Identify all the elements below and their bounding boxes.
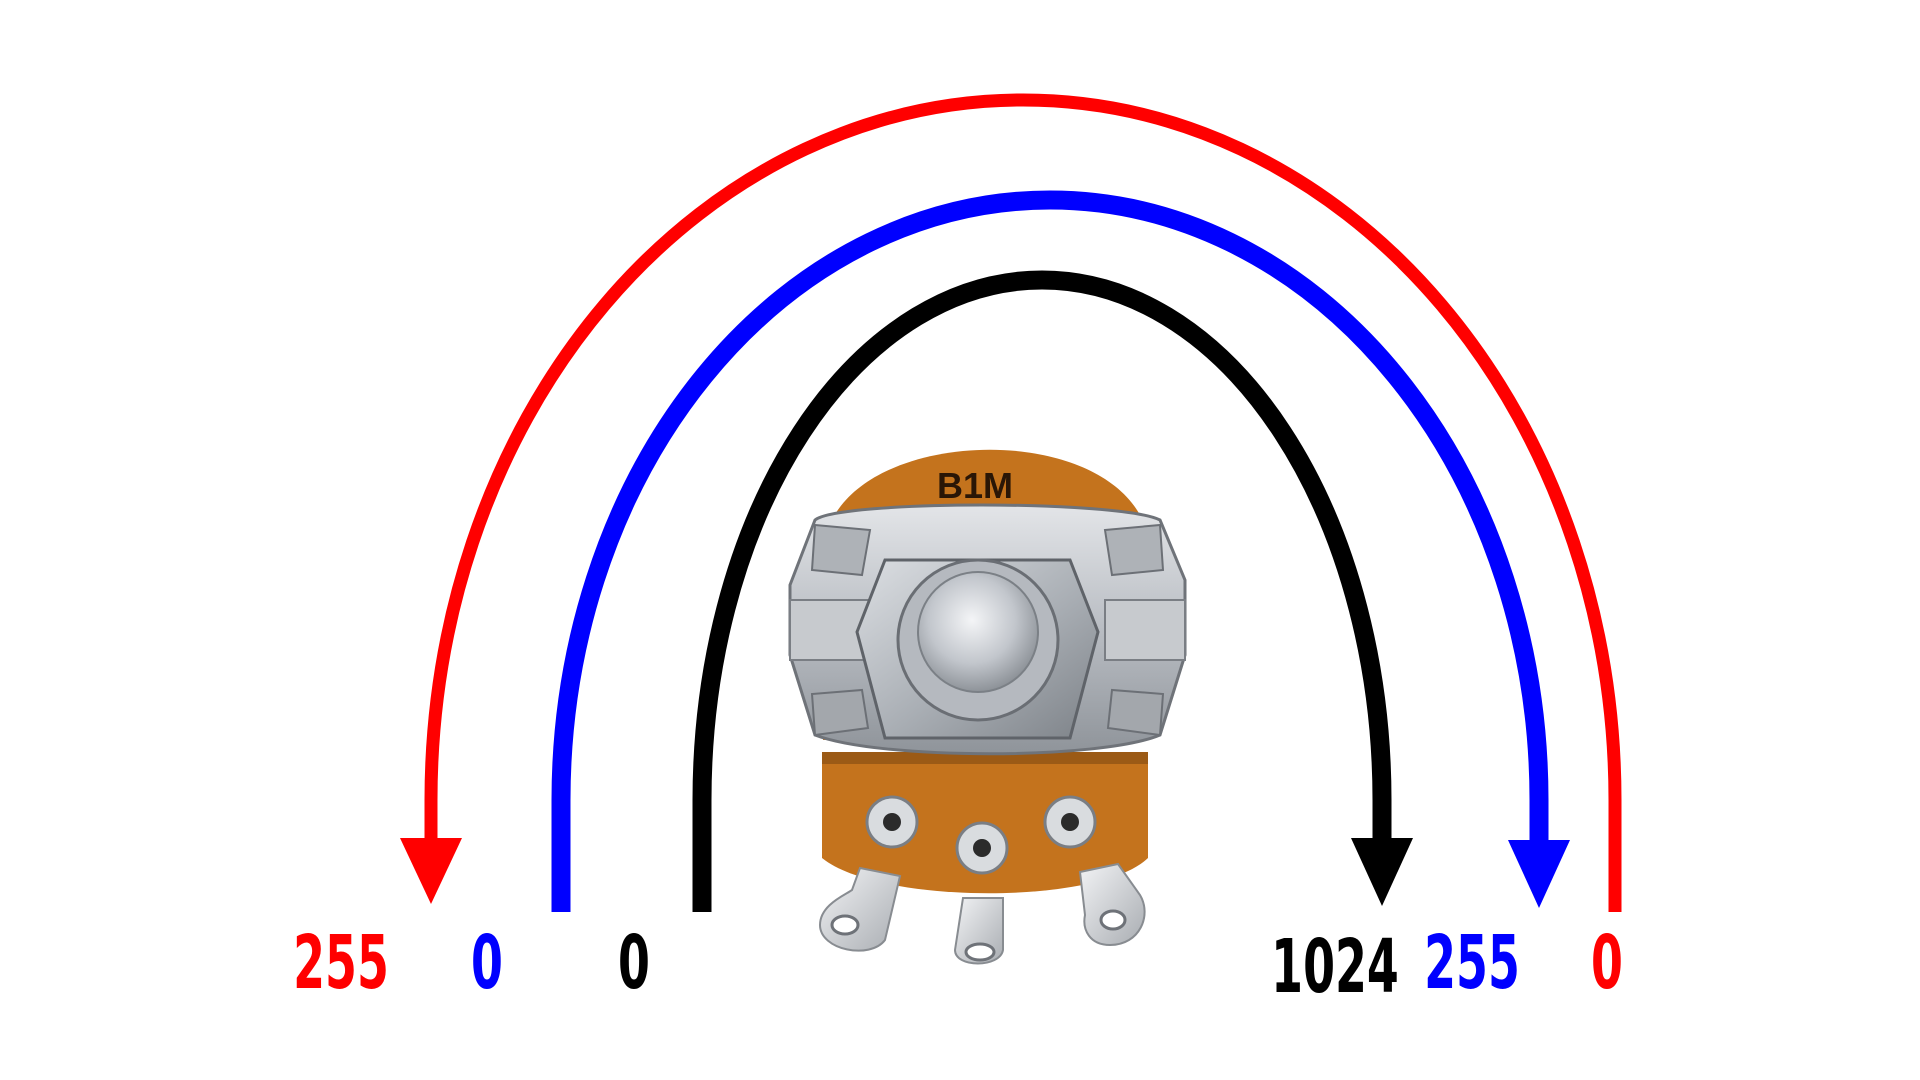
arc-inner-arrowhead (1351, 838, 1413, 906)
arc-middle-arrowhead (1508, 840, 1570, 908)
inner-right-label: 1024 (1271, 923, 1399, 1010)
pot-bracket-tab-tl (812, 525, 870, 575)
inner-left-label: 0 (618, 919, 650, 1006)
pot-shaft (918, 572, 1038, 692)
pot-rivet-right (1045, 797, 1095, 847)
pot-bracket-tab-tr (1105, 525, 1163, 575)
outer-right-label: 0 (1591, 919, 1623, 1006)
middle-left-label: 0 (471, 919, 503, 1006)
pot-rivet-left (867, 797, 917, 847)
pot-rivet-middle (957, 823, 1007, 873)
pot-bracket-right-ear (1105, 600, 1185, 660)
potentiometer-image: B1M (790, 450, 1185, 964)
pot-lug-left (820, 868, 900, 951)
pot-bracket-tab-bl (812, 690, 868, 735)
pot-bracket-tab-br (1108, 690, 1163, 735)
pot-marking: B1M (937, 465, 1013, 506)
middle-right-label: 255 (1424, 919, 1520, 1006)
arc-outer-arrowhead (400, 838, 462, 904)
pot-lug-right (1080, 864, 1145, 945)
pot-lug-middle (955, 898, 1003, 964)
outer-left-label: 255 (293, 919, 389, 1006)
